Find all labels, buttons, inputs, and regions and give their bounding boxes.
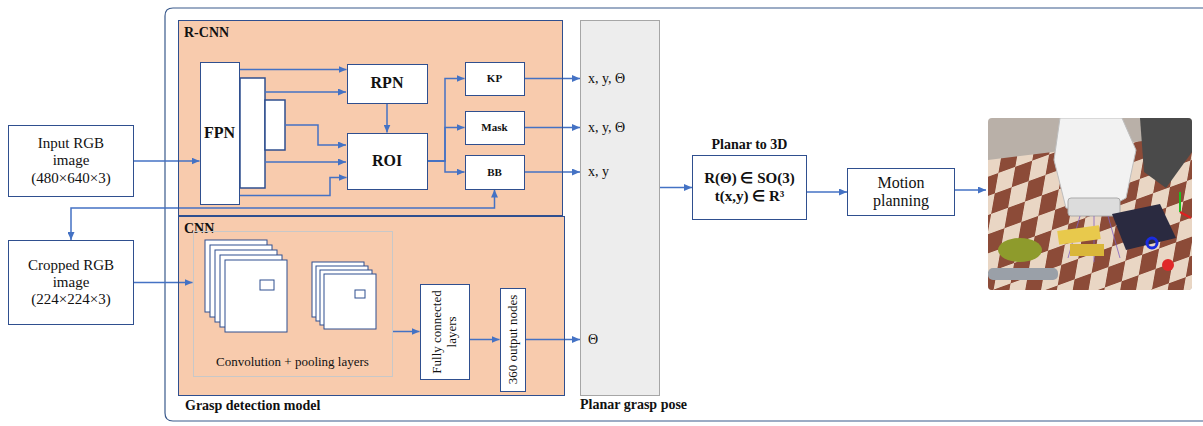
output-label: x, y (588, 164, 609, 180)
flow-arrow (240, 69, 347, 71)
node-label: Cropped RGB image (224×224×3) (25, 257, 117, 309)
flow-arrow (525, 127, 581, 129)
flow-arrow (526, 339, 581, 341)
outer-frame (165, 8, 1203, 421)
output-label: Θ (588, 332, 598, 348)
flow-arrow (470, 339, 500, 341)
layer-box: Fully connected layers (420, 284, 470, 380)
image-box: Input RGB image (480×640×3) (8, 125, 134, 197)
node-label: Convolution + pooling layers (216, 355, 369, 370)
process-box: FPN (200, 62, 240, 205)
node-label: R(Θ) ∈ SO(3) (704, 170, 795, 187)
panel-fill (178, 216, 565, 396)
process-box: ROI (347, 133, 428, 190)
heading-text: CNN (184, 221, 214, 237)
layer-group: Convolution + pooling layers (193, 231, 393, 377)
process-box: Motion planning (847, 168, 955, 216)
node-label: t(x,y) ∈ R³ (715, 188, 785, 205)
flow-arrow (660, 187, 692, 189)
heading-text: R-CNN (184, 25, 229, 41)
flow-arrow (240, 178, 347, 196)
node-label: Mask (481, 121, 507, 134)
module-panel: CNN Convolution + pooling layers Fully con… (178, 216, 565, 396)
flow-arrow (807, 191, 847, 193)
node-label: Motion planning (856, 174, 946, 211)
output-label: x, y, Θ (588, 71, 625, 87)
node-label: 360 output nodes (505, 292, 520, 388)
flow-arrow (134, 282, 193, 284)
process-box: RPN (347, 64, 428, 104)
panel-fill (580, 20, 660, 396)
flow-arrow (428, 128, 465, 162)
panel-fill (178, 20, 563, 216)
flow-arrow (134, 160, 200, 162)
node-label: FPN (204, 124, 235, 142)
pyramid-wires (265, 92, 346, 162)
flow-arrow (525, 171, 581, 173)
module-panel: R-CNN FPN RPN ROI KP MaskBB (178, 20, 563, 216)
caption-label: Grasp detection model (185, 398, 320, 414)
output-label: x, y, Θ (588, 120, 625, 136)
node-label: Input RGB image (480×640×3) (25, 135, 117, 187)
head-box: Mask (465, 111, 525, 145)
node-label: BB (487, 166, 502, 179)
head-box: KP (465, 62, 525, 96)
flow-arrow (525, 78, 581, 80)
head-box: BB (465, 155, 525, 190)
image-box: Cropped RGB image (224×224×3) (8, 240, 134, 325)
flow-arrow (71, 190, 495, 241)
flow-arrow (386, 104, 388, 133)
arrow-to-scene (953, 189, 986, 191)
node-label: Fully connected layers (430, 288, 460, 376)
heading-text: Planar to 3D (712, 137, 788, 153)
node-label: ROI (372, 152, 402, 170)
robot-scene (988, 118, 1192, 290)
layer-box: 360 output nodes (500, 288, 526, 392)
transform-box: Planar to 3DR(Θ) ∈ SO(3)t(x,y) ∈ R³ (692, 155, 807, 220)
node-label: RPN (371, 74, 404, 92)
node-label: KP (487, 72, 502, 85)
feature-pyramid (240, 78, 285, 188)
flow-arrow (428, 79, 465, 162)
conv-layer-stack (205, 240, 376, 332)
flow-arrow (393, 331, 420, 333)
heading-text: Planar grasp pose (580, 397, 687, 413)
flow-arrow (428, 161, 465, 172)
